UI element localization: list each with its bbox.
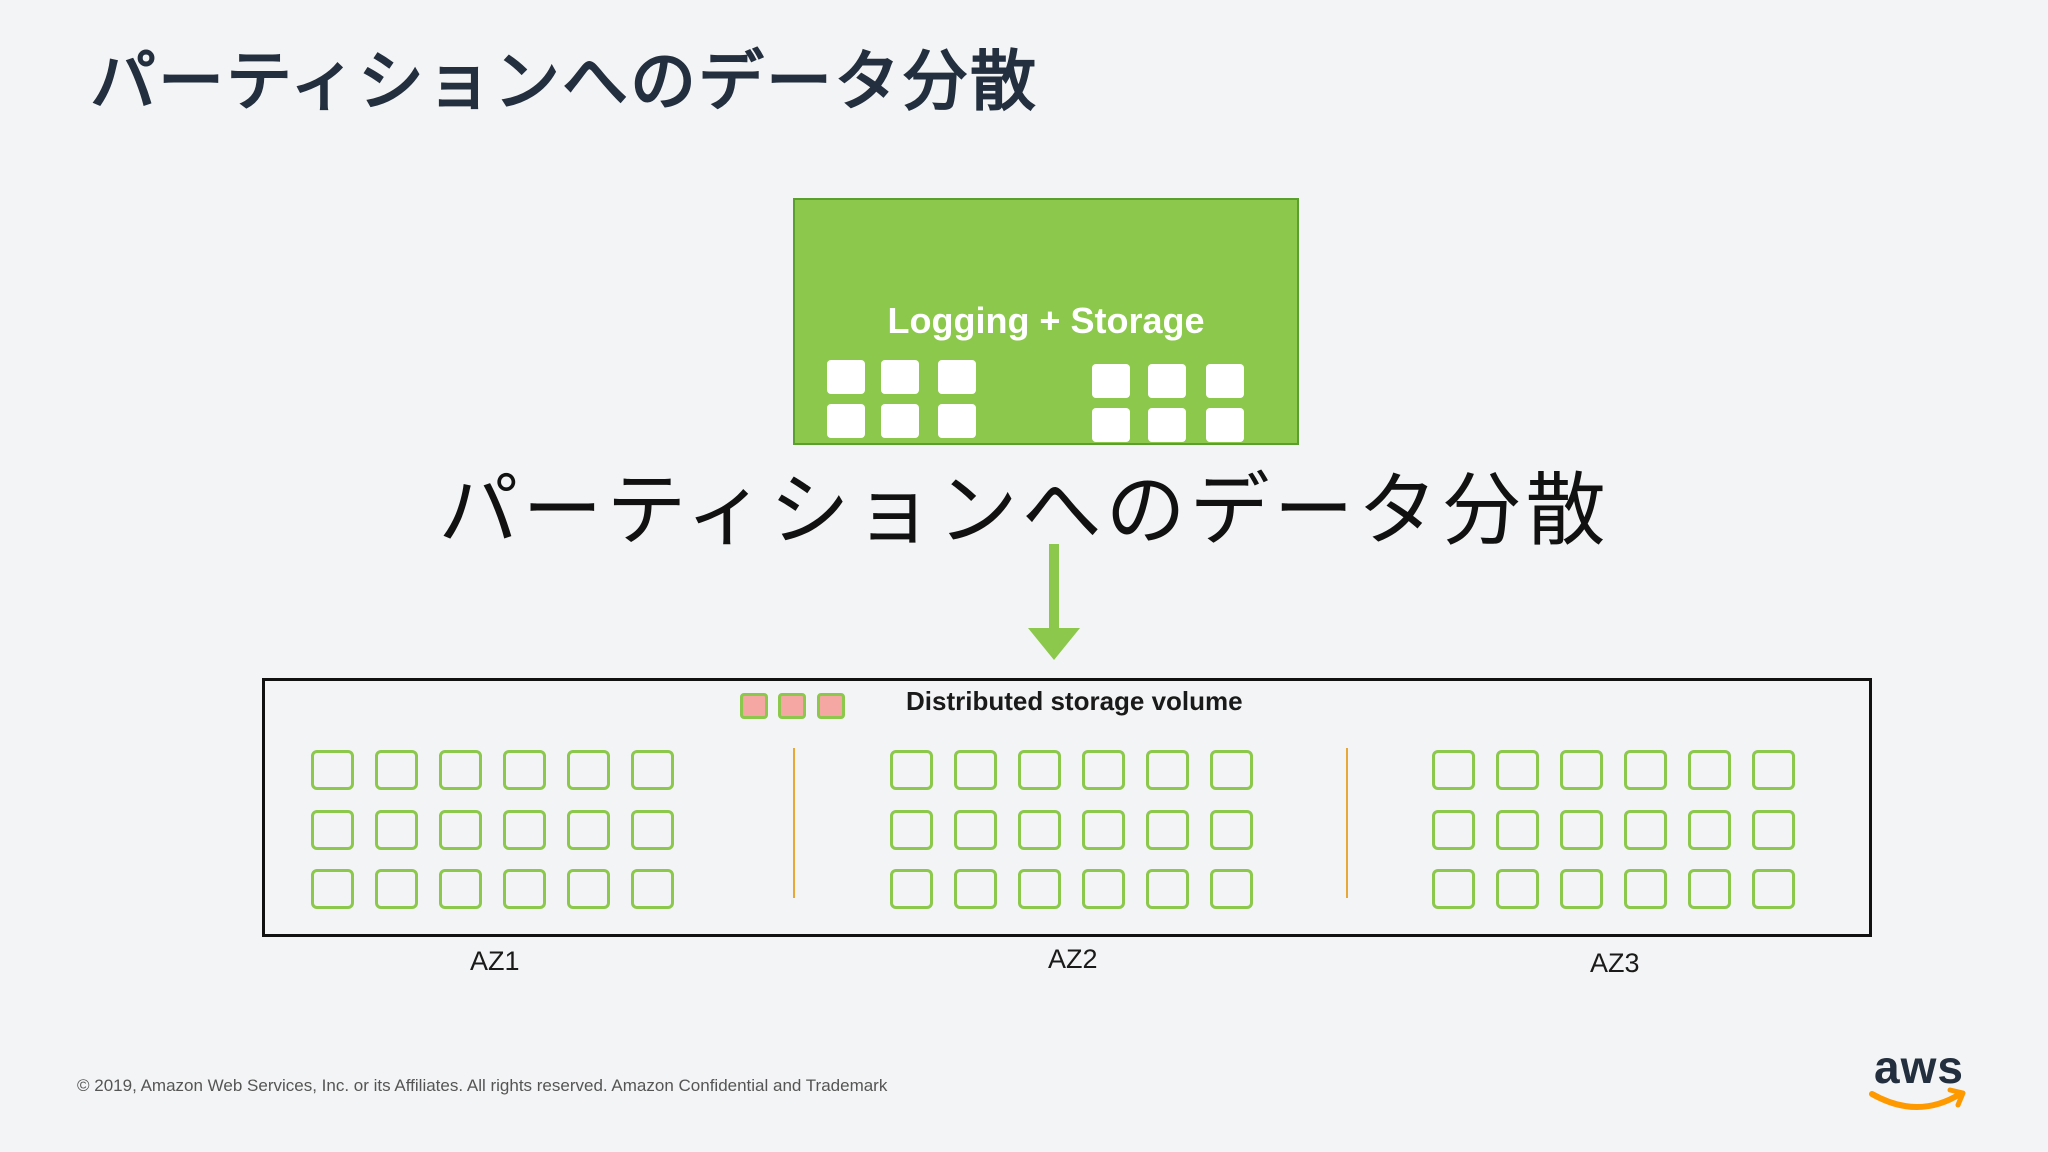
slide-title: パーティションへのデータ分散: [90, 43, 1039, 120]
storage-segment: [1146, 750, 1189, 790]
storage-segment: [311, 750, 354, 790]
partition-block: [778, 693, 806, 719]
storage-segment: [1624, 750, 1667, 790]
storage-segment: [1752, 869, 1795, 909]
storage-segment: [631, 869, 674, 909]
white-block: [881, 360, 919, 394]
storage-segment: [567, 810, 610, 850]
storage-segment: [503, 750, 546, 790]
storage-segment: [1624, 810, 1667, 850]
down-arrow-icon: [1028, 544, 1080, 660]
storage-segment: [1082, 750, 1125, 790]
storage-segment: [311, 810, 354, 850]
storage-segment: [1146, 869, 1189, 909]
storage-segment: [1210, 810, 1253, 850]
storage-segment: [890, 810, 933, 850]
az-label-3: AZ3: [1590, 948, 1640, 978]
white-block: [1206, 408, 1244, 442]
storage-segment: [1752, 810, 1795, 850]
white-block: [1148, 408, 1186, 442]
white-block: [881, 404, 919, 438]
storage-segment: [567, 750, 610, 790]
storage-segment: [954, 810, 997, 850]
storage-segment: [1496, 750, 1539, 790]
storage-segment: [567, 869, 610, 909]
storage-segment: [1018, 750, 1061, 790]
storage-segment: [1432, 869, 1475, 909]
volume-label: Distributed storage volume: [906, 686, 1243, 716]
distributed-storage-volume: [262, 678, 1872, 937]
storage-segment: [954, 869, 997, 909]
storage-segment: [1560, 869, 1603, 909]
white-block: [1092, 408, 1130, 442]
storage-segment: [1432, 810, 1475, 850]
storage-segment: [1496, 869, 1539, 909]
storage-segment: [1018, 810, 1061, 850]
storage-segment: [1688, 750, 1731, 790]
az-label-1: AZ1: [470, 946, 520, 976]
storage-segment: [503, 810, 546, 850]
white-block: [1148, 364, 1186, 398]
aws-logo-text: aws: [1874, 1041, 1964, 1093]
storage-segment: [1752, 750, 1795, 790]
storage-segment: [1688, 869, 1731, 909]
storage-segment: [1496, 810, 1539, 850]
storage-segment: [375, 810, 418, 850]
storage-segment: [890, 869, 933, 909]
white-block: [938, 360, 976, 394]
storage-segment: [375, 869, 418, 909]
storage-segment: [439, 750, 482, 790]
storage-segment: [631, 750, 674, 790]
partition-block: [740, 693, 768, 719]
storage-segment: [503, 869, 546, 909]
az-divider: [1346, 748, 1348, 898]
aws-smile-icon: [1869, 1087, 1966, 1110]
az-divider: [793, 748, 795, 898]
storage-segment: [890, 750, 933, 790]
storage-segment: [1432, 750, 1475, 790]
white-block: [827, 360, 865, 394]
storage-segment: [439, 869, 482, 909]
copyright-footer: © 2019, Amazon Web Services, Inc. or its…: [77, 1076, 888, 1095]
storage-segment: [439, 810, 482, 850]
storage-segment: [375, 750, 418, 790]
storage-segment: [1082, 869, 1125, 909]
overlay-title: パーティションへのデータ分散: [438, 464, 1610, 557]
storage-segment: [1018, 869, 1061, 909]
white-block: [1206, 364, 1244, 398]
logging-storage-label: Logging + Storage: [887, 300, 1205, 341]
storage-segment: [1082, 810, 1125, 850]
storage-segment: [1688, 810, 1731, 850]
storage-segment: [631, 810, 674, 850]
partition-block: [817, 693, 845, 719]
white-block: [1092, 364, 1130, 398]
storage-segment: [1210, 750, 1253, 790]
storage-segment: [1560, 810, 1603, 850]
storage-segment: [1624, 869, 1667, 909]
az-label-2: AZ2: [1048, 944, 1098, 974]
aws-logo: aws: [1864, 1040, 1974, 1120]
storage-segment: [954, 750, 997, 790]
white-block: [827, 404, 865, 438]
storage-segment: [1146, 810, 1189, 850]
storage-segment: [311, 869, 354, 909]
storage-segment: [1560, 750, 1603, 790]
logging-storage-box: Logging + Storage: [793, 198, 1299, 445]
white-block: [938, 404, 976, 438]
storage-segment: [1210, 869, 1253, 909]
